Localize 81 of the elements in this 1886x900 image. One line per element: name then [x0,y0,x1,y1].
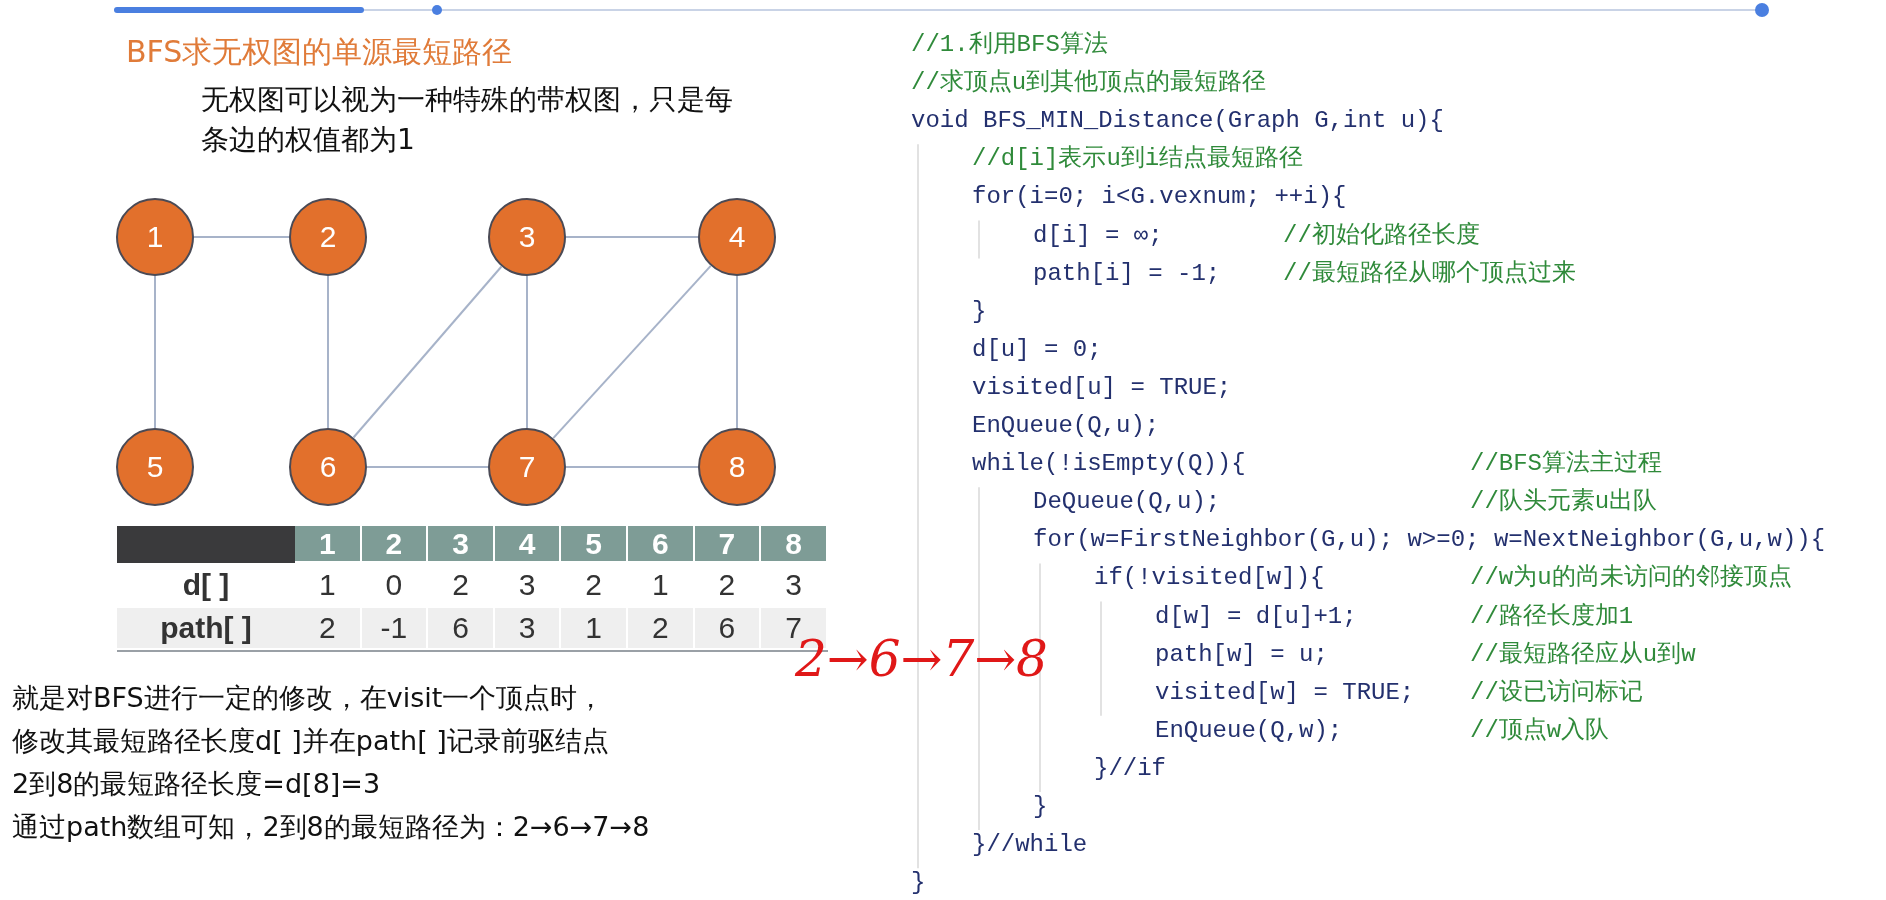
vertex-circle: 5 [116,428,194,506]
vertex-circle: 7 [488,428,566,506]
predecessor-value: -1 [361,608,427,648]
distance-value: 0 [384,566,404,603]
edge-line [327,275,329,429]
code-line: if(!visited[w]){ [1094,563,1325,594]
vertex-circle: 6 [289,428,367,506]
code-line: DeQueue(Q,u); [1033,487,1221,518]
predecessor-value: 2 [628,608,693,648]
code-line: d[u] = 0; [972,334,1102,365]
code-comment: //d[i]表示u到i结点最短路径 [972,144,1304,175]
edge-line [193,236,290,238]
code-line: path[i] = -1; [1033,258,1221,289]
edge-line [526,275,528,429]
code-line: } [1033,792,1048,822]
header-cell: 8 [761,526,826,561]
code-comment: //设已访问标记 [1470,677,1643,708]
code-line: visited[u] = TRUE; [972,372,1232,403]
code-comment: //顶点w入队 [1470,715,1610,746]
explanation-text: 通过path数组可知，2到8的最短路径为：2→6→7→8 [12,810,650,844]
vertex-circle: 8 [698,428,776,506]
row-header: d[ ] [181,566,231,603]
explanation-text: 就是对BFS进行一定的修改，在visit一个顶点时， [12,681,605,715]
distance-value: 3 [517,566,537,603]
distance-value: 2 [717,566,737,603]
code-line: } [911,868,926,899]
vertex-circle: 4 [698,198,776,276]
row-header: path[ ] [117,608,295,648]
distance-value: 2 [451,566,470,603]
explanation-text: 修改其最短路径长度d[ ]并在path[ ]记录前驱结点 [12,724,609,758]
code-line: EnQueue(Q,w); [1155,715,1343,746]
distance-value: 2 [584,566,604,603]
header-cell: 4 [494,526,560,561]
vertex-circle: 1 [116,198,194,276]
code-line: d[i] = ∞; [1033,220,1163,251]
header-cell: 6 [628,526,693,561]
code-comment: //BFS算法主过程 [1470,449,1662,480]
code-line: for(w=FirstNeighbor(G,u); w>=0; w=NextNeighbor(G,u,w)){ [1033,525,1826,556]
edge-line [154,275,156,429]
code-comment: //队头元素u出队 [1470,487,1658,518]
code-line: while(!isEmpty(Q)){ [972,449,1246,480]
code-line: visited[w] = TRUE; [1155,677,1415,708]
predecessor-value: 6 [428,608,493,648]
edge-line [352,265,503,439]
header-cell: 1 [295,526,360,561]
code-line: } [972,296,987,327]
slide-title: BFS求无权图的单源最短路径 [126,33,513,71]
explanation-text: 2到8的最短路径长度=d[8]=3 [12,767,381,801]
code-line: for(i=0; i<G.vexnum; ++i){ [972,182,1347,213]
code-comment: //最短路径应从u到w [1470,639,1696,670]
code-line: void BFS_MIN_Distance(Graph G,int u){ [911,106,1444,137]
distance-value: 3 [784,566,803,603]
code-line: }//if [1094,753,1166,784]
code-line: path[w] = u; [1155,639,1328,670]
code-line: EnQueue(Q,u); [972,411,1160,441]
predecessor-value: 2 [295,608,360,648]
code-comment: //最短路径从哪个顶点过来 [1283,258,1576,289]
edge-line [565,236,699,238]
header-cell: 7 [694,526,760,561]
code-comment: //求顶点u到其他顶点的最短路径 [911,68,1267,99]
edge-line [736,275,738,429]
code-comment: //1.利用BFS算法 [911,30,1108,60]
predecessor-value: 1 [561,608,626,648]
code-comment: //路径长度加1 [1470,601,1634,632]
code-comment: //初始化路径长度 [1283,220,1480,251]
code-line: }//while [972,830,1088,861]
vertex-circle: 3 [488,198,566,276]
predecessor-value: 6 [694,608,760,648]
header-cell: 5 [561,526,626,561]
predecessor-value: 3 [494,608,560,648]
code-line: d[w] = d[u]+1; [1155,601,1357,632]
subtitle-text: 无权图可以视为一种特殊的带权图，只是每条边的权值都为1 [201,82,734,158]
edge-line [552,264,712,440]
edge-line [366,466,489,468]
code-comment: //w为u的尚未访问的邻接顶点 [1470,563,1792,594]
vertex-circle: 2 [289,198,367,276]
header-cell: 3 [428,526,493,561]
distance-value: 1 [650,566,670,603]
header-cell: 2 [361,526,427,561]
distance-value: 1 [317,566,337,603]
edge-line [565,466,699,468]
